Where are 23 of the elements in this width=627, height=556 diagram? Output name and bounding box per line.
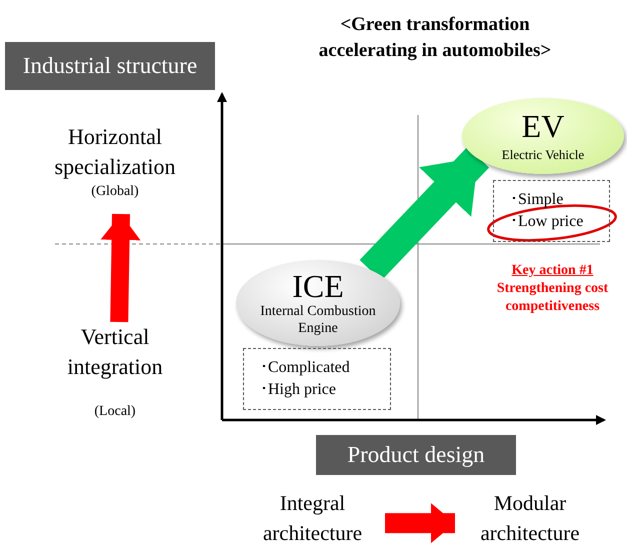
dashed-box [493, 180, 610, 242]
node-subtitle: Electric Vehicle [502, 147, 584, 163]
block-arrow [385, 503, 455, 544]
header-box: Product design [316, 435, 516, 475]
bullet-item: ･Low price [510, 212, 584, 232]
axis-sublabel: (Local) [94, 403, 136, 421]
axis-label: Horizontal specialization [54, 123, 176, 181]
node-subtitle: Internal Combustion Engine [259, 303, 377, 337]
axis-label: Vertical integration [66, 323, 164, 381]
key-action-text: Strengthening cost competitiveness [496, 280, 610, 316]
axis-sublabel: (Global) [91, 183, 139, 201]
node-title: ICE [292, 269, 344, 303]
dashed-box [243, 348, 391, 410]
bullet-item: ･Complicated [260, 358, 351, 378]
title: <Green transformation accelerating in automobiles> [318, 13, 552, 63]
node-title: EV [522, 109, 564, 143]
bullet-item: ･Simple [510, 190, 564, 210]
bullet-item: ･High price [260, 380, 337, 400]
architecture-label: Modular architecture [479, 490, 581, 547]
block-arrow [100, 214, 141, 322]
architecture-label: Integral architecture [262, 490, 364, 547]
key-action-heading: Key action #1 [512, 262, 594, 280]
header-box: Industrial structure [5, 42, 215, 90]
